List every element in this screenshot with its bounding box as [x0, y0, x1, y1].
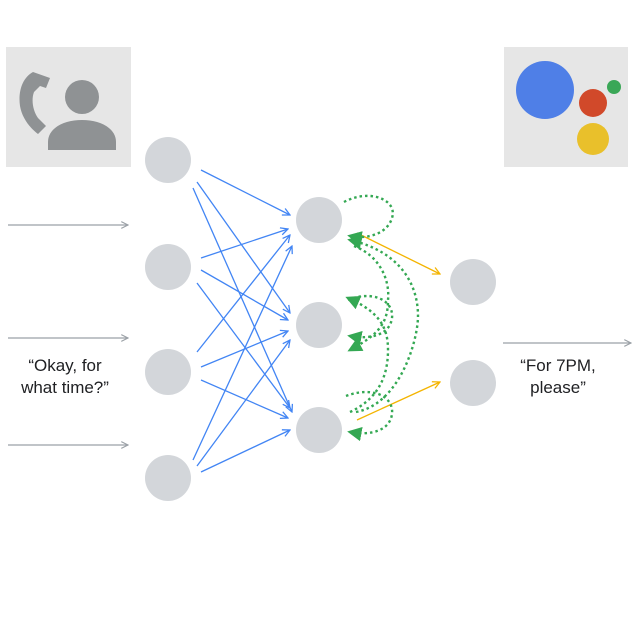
input-quote-line-2: what time?” — [21, 378, 109, 397]
hidden-layer — [296, 197, 342, 453]
input-to-hidden-connections — [192, 169, 292, 473]
hidden-node — [296, 197, 342, 243]
input-arrows — [8, 225, 128, 445]
output-layer — [450, 259, 496, 406]
hidden-to-output-connections — [356, 232, 440, 421]
input-node — [145, 137, 191, 183]
recurrent-connections — [343, 194, 420, 442]
input-layer — [145, 137, 191, 501]
output-node — [450, 360, 496, 406]
output-speech-quote: “For 7PM, please” — [500, 355, 616, 399]
output-quote-line-2: please” — [530, 378, 586, 397]
hidden-node — [296, 302, 342, 348]
phone-contact-icon — [6, 47, 131, 167]
output-quote-line-1: “For 7PM, — [520, 356, 596, 375]
input-node — [145, 455, 191, 501]
input-quote-line-1: “Okay, for — [28, 356, 102, 375]
output-node — [450, 259, 496, 305]
input-speech-quote: “Okay, for what time?” — [0, 355, 130, 399]
google-assistant-icon — [504, 47, 628, 167]
input-node — [145, 244, 191, 290]
input-node — [145, 349, 191, 395]
hidden-node — [296, 407, 342, 453]
